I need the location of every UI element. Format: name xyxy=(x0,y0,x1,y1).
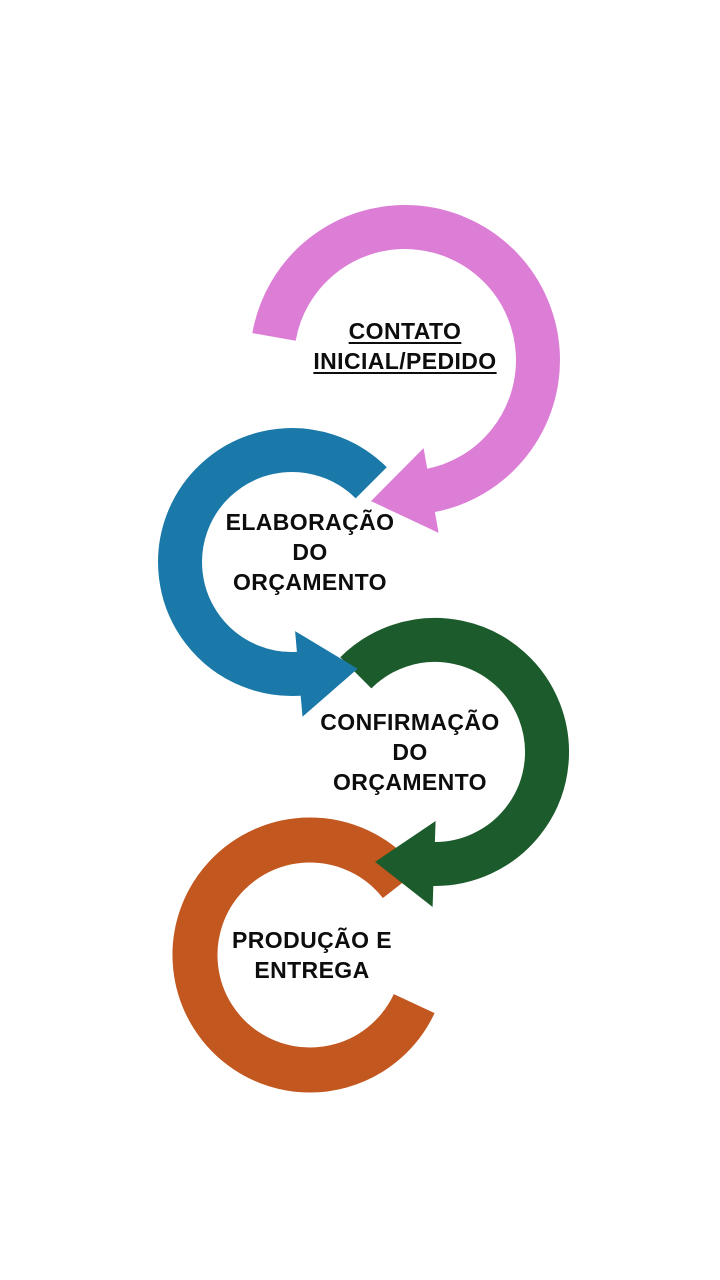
step-4-circle-arrow xyxy=(172,817,435,1093)
step-2-arc xyxy=(158,428,387,697)
step-1-arc xyxy=(252,205,560,513)
step-2-circle-arrow xyxy=(158,428,387,717)
step-1-circle-arrow xyxy=(252,205,560,533)
step-1-arrowhead-icon xyxy=(371,448,439,533)
step-1-label: CONTATO INICIAL/PEDIDO xyxy=(313,318,497,374)
step-2-label: ELABORAÇÃO DO ORÇAMENTO xyxy=(225,509,395,595)
step-3-circle-arrow xyxy=(340,617,569,907)
step-4-label: PRODUÇÃO E ENTREGA xyxy=(232,927,392,983)
step-3-arc xyxy=(340,617,569,886)
step-3-label: CONFIRMAÇÃO DO ORÇAMENTO xyxy=(320,709,500,795)
step-4-arc xyxy=(172,817,435,1093)
step-2-arrowhead-icon xyxy=(295,631,358,717)
step-3-arrowhead-icon xyxy=(375,821,436,907)
